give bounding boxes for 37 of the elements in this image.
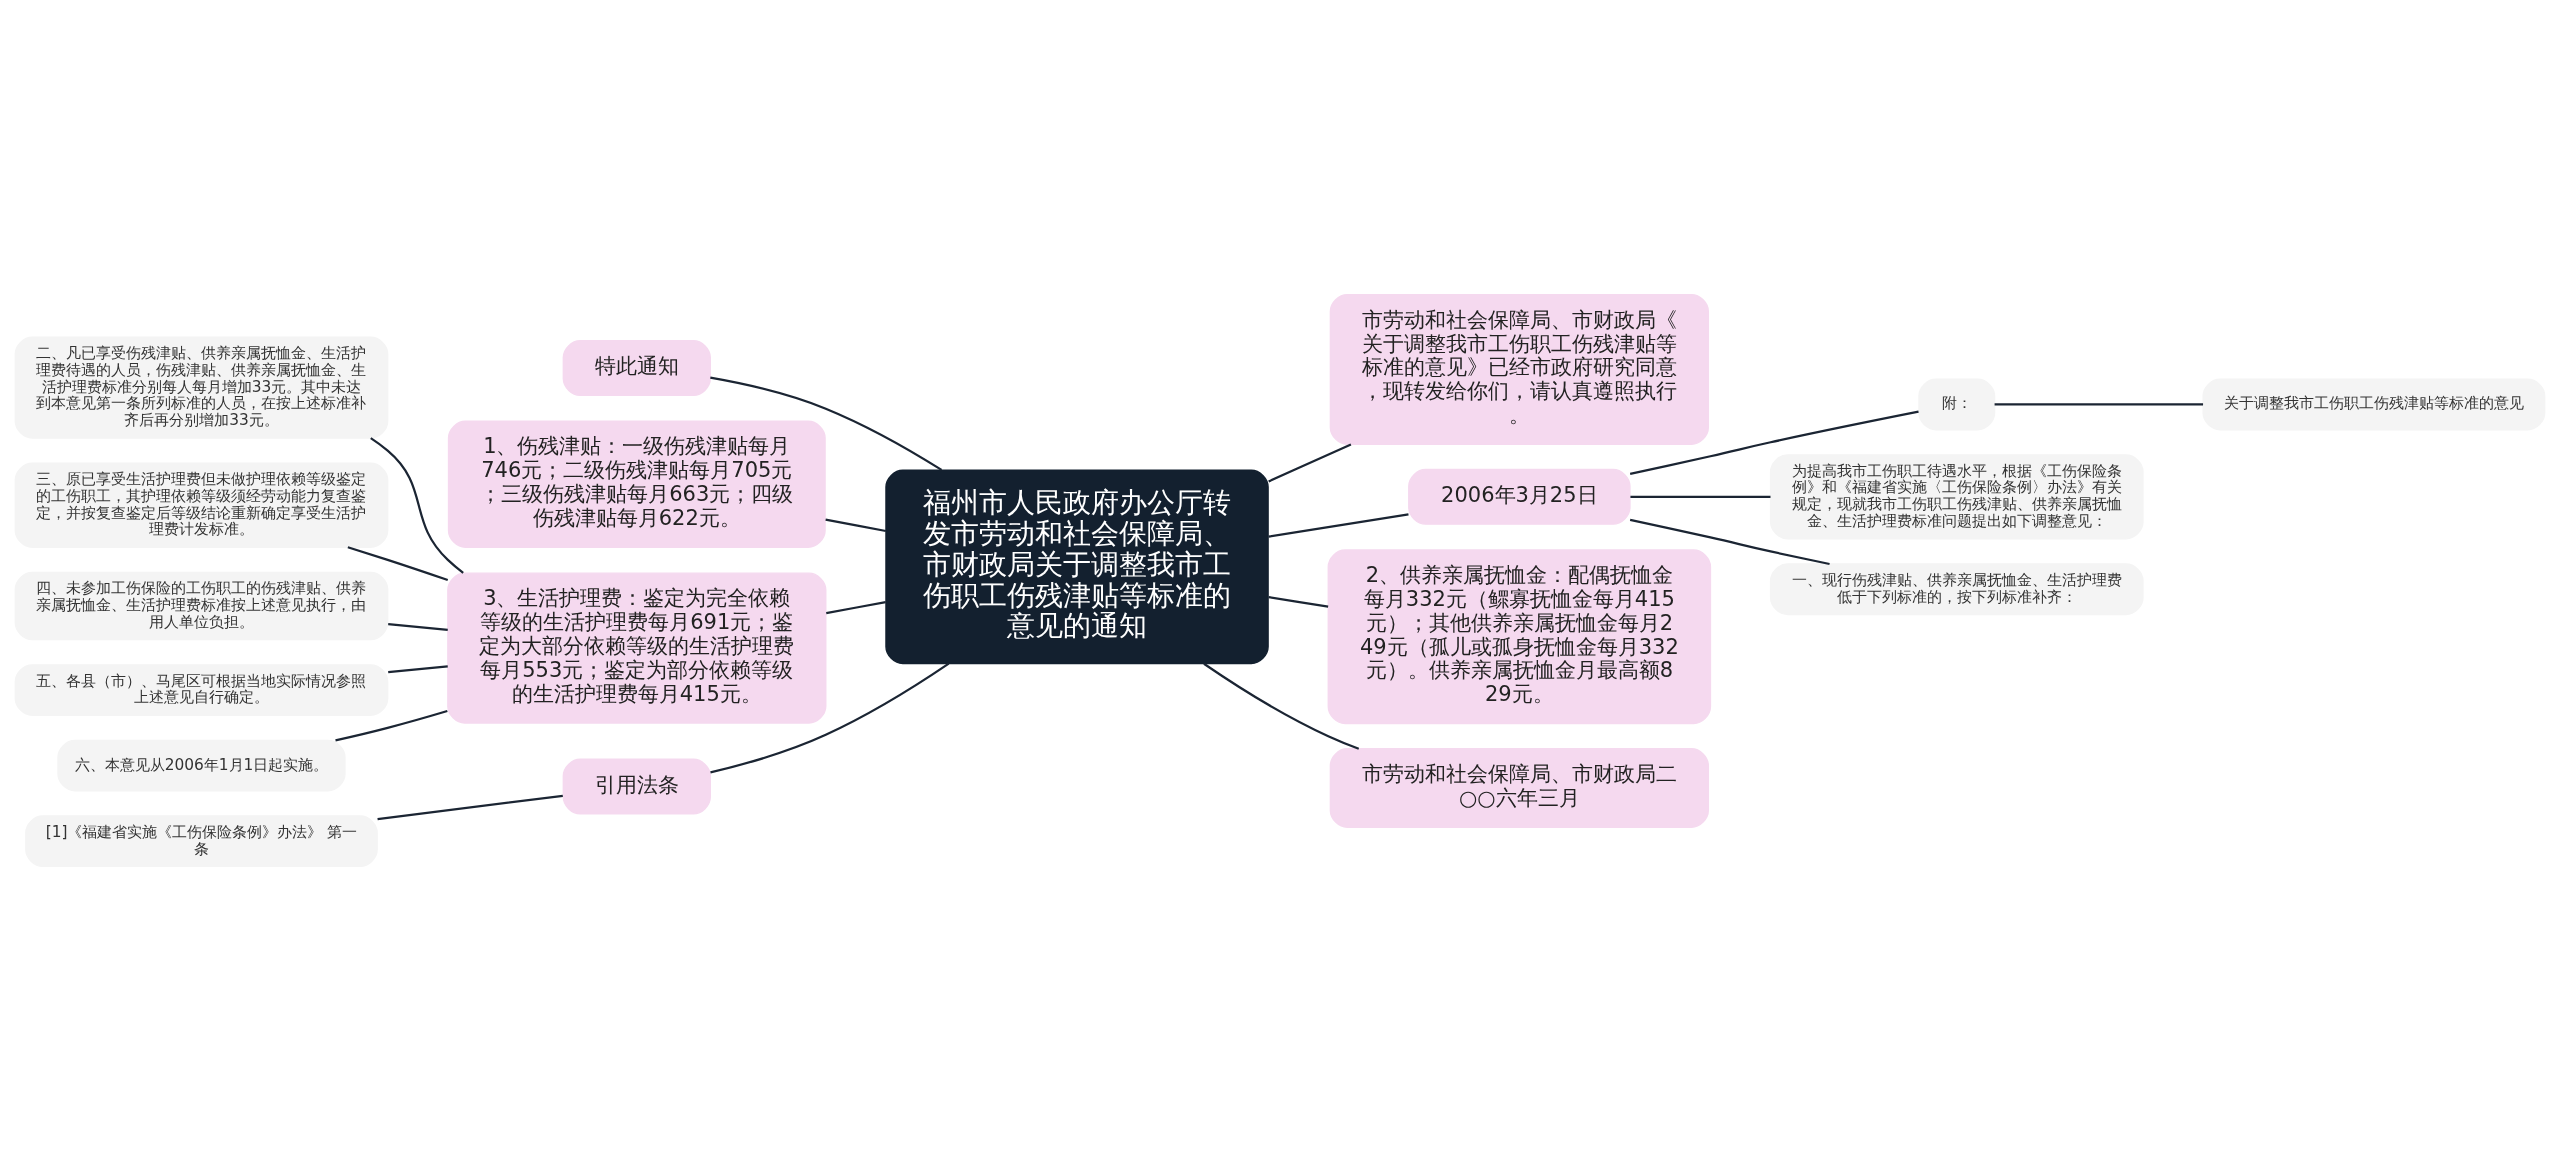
connector [1629, 518, 1830, 566]
node-box: 特此通知 [562, 340, 711, 397]
node-box: 关于调整我市工伤职工伤残津贴等标准的意见 [2202, 378, 2546, 431]
connector [1203, 662, 1360, 750]
connector [1268, 596, 1329, 608]
node-box: 五、各县（市）、马尾区可根据当地实际情况参照上述意见自行确定。 [14, 664, 389, 716]
connector [1629, 410, 1919, 475]
node-box: 附： [1918, 378, 1996, 431]
connector [1994, 403, 2204, 406]
node-box: 福州市人民政府办公厅转发市劳动和社会保障局、市财政局关于调整我市工伤职工伤残津贴等标准的意见的通知 [885, 469, 1269, 665]
node-box: 2、供养亲属抚恤金：配偶抚恤金每月332元（鳏寡抚恤金每月415元）；其他供养亲属抚恤金每月249元（孤儿或孤身抚恤金每月332元）。供养亲属抚恤金月最高额829元。 [1327, 549, 1712, 725]
node-box: 1、伤残津贴：一级伤残津贴每月746元；二级伤残津贴每月705元；三级伤残津贴每月663元；四级伤残津贴每月622元。 [447, 420, 826, 548]
connector [347, 546, 449, 582]
connector [335, 709, 448, 742]
node-box: 二、凡已享受伤残津贴、供养亲属抚恤金、生活护理费待遇的人员，伤残津贴、供养亲属抚恤金、生活护理费标准分别每人每月增加33元。其中未达到本意见第一条所列标准的人员，在按上述标准补齐后再分别增加33元。 [14, 336, 389, 439]
connector [377, 794, 563, 821]
connector [1630, 495, 1771, 498]
node-box: [1]《福建省实施《工伤保险条例》办法》 第一条 [25, 815, 378, 868]
connector [388, 622, 448, 631]
connector [826, 601, 886, 615]
connector [388, 665, 448, 674]
node-box: 三、原已享受生活护理费但未做护理依赖等级鉴定的工伤职工，其护理依赖等级须经劳动能力复查鉴定，并按复查鉴定后等级结论重新确定享受生活护理费计发标准。 [14, 462, 389, 548]
connector [370, 437, 464, 574]
node-box: 为提高我市工伤职工待遇水平，根据《工伤保险条例》和《福建省实施〈工伤保险条例〉办法》有关规定，现就我市工伤职工伤残津贴、供养亲属抚恤金、生活护理费标准问题提出如下调整意见： [1769, 454, 2144, 540]
node-box: 市劳动和社会保障局、市财政局二○○六年三月 [1329, 748, 1710, 828]
connector [710, 662, 950, 774]
node-box: 引用法条 [562, 758, 711, 815]
connector [1268, 513, 1409, 538]
node-box: 3、生活护理费：鉴定为完全依赖等级的生活护理费每月691元；鉴定为大部分依赖等级的生活护理费每月553元；鉴定为部分依赖等级的生活护理费每月415元。 [447, 572, 827, 724]
node-box: 2006年3月25日 [1408, 468, 1631, 525]
connector [825, 518, 887, 533]
node-box: 市劳动和社会保障局、市财政局《关于调整我市工伤职工伤残津贴等标准的意见》已经市政府研究同意，现转发给你们，请认真遵照执行。 [1329, 293, 1710, 446]
connector [710, 376, 943, 471]
connector [1268, 443, 1352, 483]
node-box: 四、未参加工伤保险的工伤职工的伤残津贴、供养亲属抚恤金、生活护理费标准按上述意见执行，由用人单位负担。 [14, 571, 389, 641]
node-box: 一、现行伤残津贴、供养亲属抚恤金、生活护理费低于下列标准的，按下列标准补齐： [1769, 563, 2144, 616]
node-box: 六、本意见从2006年1月1日起实施。 [57, 739, 346, 792]
